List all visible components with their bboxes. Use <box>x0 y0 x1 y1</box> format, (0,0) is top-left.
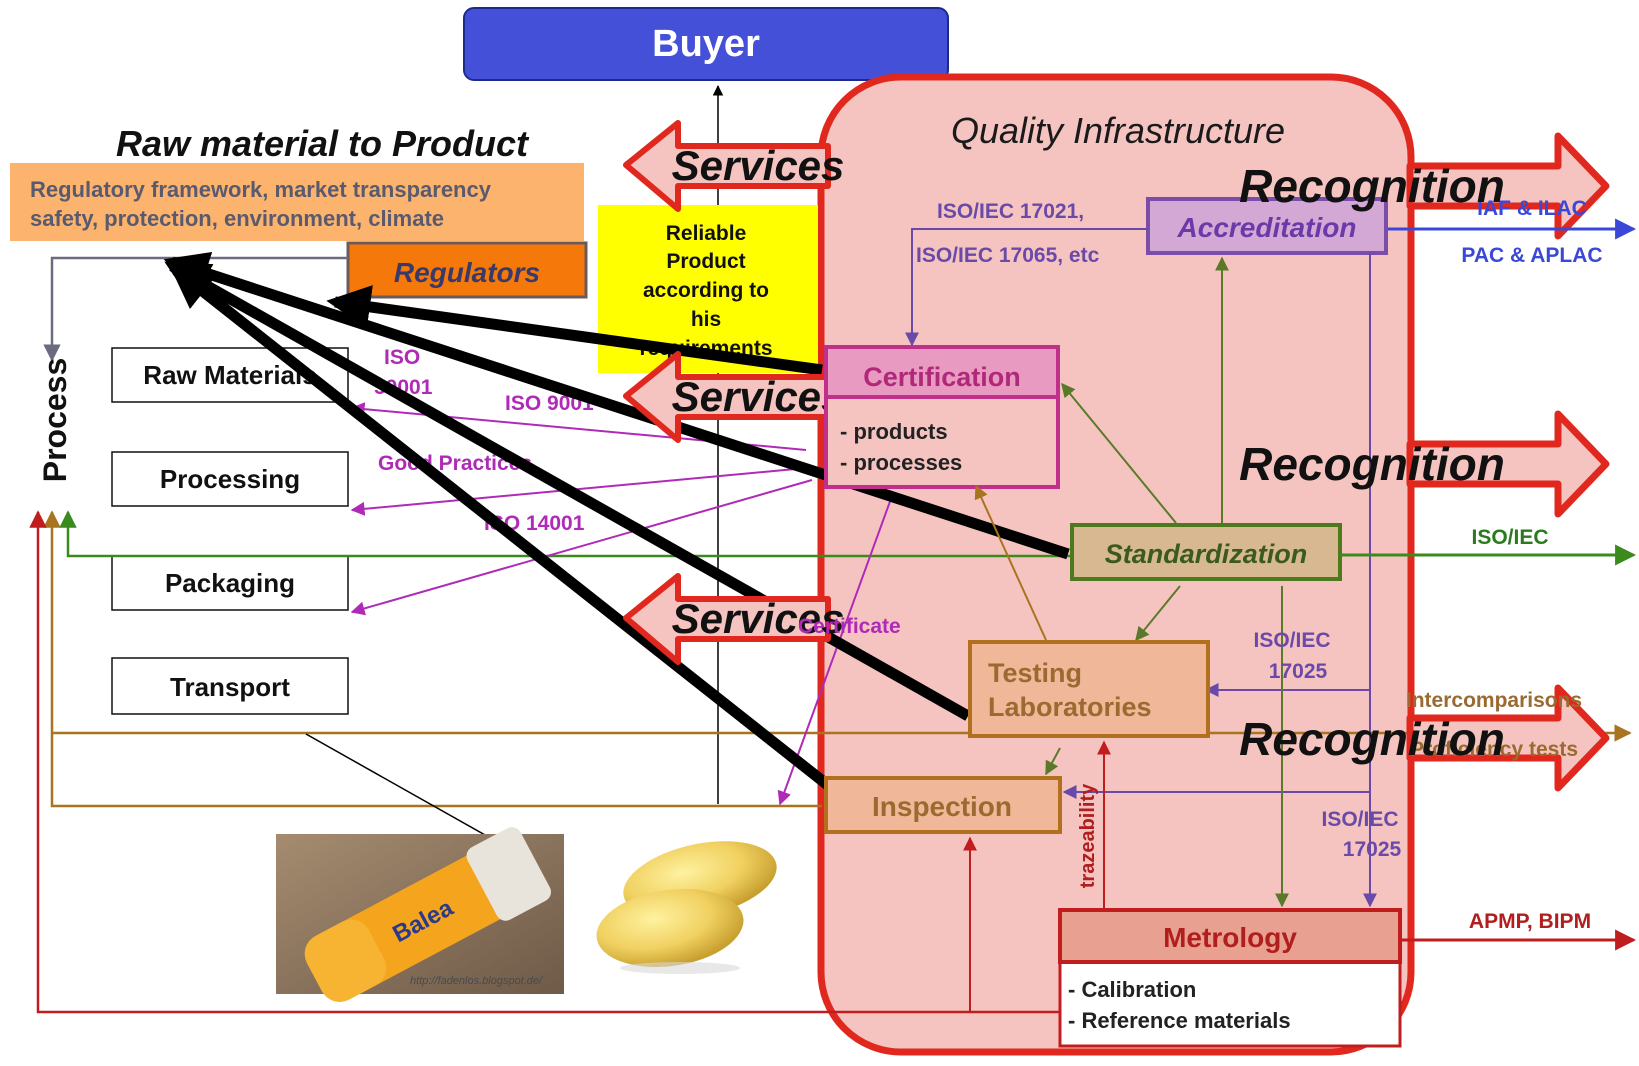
accreditation-label: Accreditation <box>1177 212 1357 243</box>
regulatory-line-2: safety, protection, environment, climate <box>30 206 444 231</box>
cert-to-processing-arrow <box>350 467 807 516</box>
accreditation-box <box>1146 197 1388 255</box>
metrology-box <box>1058 908 1402 964</box>
testing-label-2: Laboratories <box>988 692 1152 722</box>
reliable-product-line-1: Reliable <box>666 222 747 245</box>
metrology-to-process-line <box>29 510 1060 1014</box>
black-arrow-certification <box>326 285 823 376</box>
left-title: Raw material to Product <box>116 123 530 164</box>
accreditation-intl-1: IAF & ILAC <box>1477 197 1587 220</box>
services-arrow-1: Services <box>623 120 845 212</box>
standardization-to-certification-line <box>1061 382 1177 524</box>
accreditation-intl-2: PAC & APLAC <box>1461 244 1602 267</box>
regulators-box <box>346 241 588 299</box>
svg-text:Services: Services <box>672 595 845 642</box>
inspection-box <box>824 776 1062 834</box>
certification-label: Certification <box>863 362 1021 392</box>
services-arrow-3: Services <box>623 573 845 665</box>
accreditation-std-2: ISO/IEC 17065, etc <box>916 244 1100 267</box>
process-step-processing: Processing <box>111 451 349 507</box>
inspection-to-process-line <box>43 510 822 808</box>
testing-laboratories-box <box>968 640 1210 738</box>
reliable-product-line-3: according to <box>643 279 769 302</box>
regulators-label: Regulators <box>394 257 540 288</box>
recognition-arrow-1 <box>1406 132 1610 240</box>
metrology-intl: APMP, BIPM <box>1469 910 1591 933</box>
trazeability-label: trazeability <box>1077 783 1099 888</box>
qi-title: Quality Infrastructure <box>951 110 1285 151</box>
accreditation-std-1: ISO/IEC 17021, <box>937 200 1084 223</box>
mango-photo <box>596 841 777 974</box>
certification-header <box>824 345 1060 399</box>
testing-std-1: ISO/IEC <box>1253 629 1330 652</box>
metrology-items-box <box>1058 960 1402 1048</box>
regulatory-framework-box <box>10 163 584 241</box>
black-arrow-inspection <box>169 264 838 795</box>
certification-item-processes: - processes <box>840 450 962 475</box>
svg-text:Transport: Transport <box>170 672 290 702</box>
process-step-packaging: Packaging <box>111 555 349 611</box>
standardization-to-process-line <box>59 510 1070 558</box>
standardization-box <box>1070 523 1342 581</box>
services-arrow-2: Services <box>623 351 845 443</box>
metrology-label: Metrology <box>1163 922 1297 953</box>
process-label: Process <box>37 358 73 483</box>
product-photo: Balea http://fadenlos.blogspot.de/ <box>276 827 564 1002</box>
buyer-box: Buyer <box>463 7 949 81</box>
testing-label-1: Testing <box>988 658 1082 688</box>
inspection-label: Inspection <box>872 791 1012 822</box>
recognition-label-2: Recognition <box>1239 438 1505 490</box>
black-arrow-standardization <box>163 251 1070 560</box>
reliable-product-line-4: his <box>691 308 721 331</box>
recognition-label-3: Recognition <box>1239 713 1505 765</box>
testing-to-certification-line <box>974 484 1047 641</box>
svg-text:Services: Services <box>672 373 845 420</box>
recognition-arrow-3 <box>1406 684 1610 792</box>
reliable-product-line-2: Product <box>666 250 745 273</box>
testing-intl-2: Proficiency tests <box>1410 738 1578 761</box>
cert-to-packaging-arrow <box>350 479 813 616</box>
metrology-item-reference: - Reference materials <box>1068 1008 1291 1033</box>
buyer-label: Buyer <box>652 23 760 65</box>
certification-item-products: - products <box>840 419 948 444</box>
recognition-arrow-2 <box>1406 410 1610 518</box>
recognition-label-1: Recognition <box>1239 160 1505 212</box>
testing-to-inspection-line <box>1045 747 1061 776</box>
svg-text:Packaging: Packaging <box>165 568 295 598</box>
testing-intl-1: Intercomparisons <box>1406 689 1582 712</box>
svg-text:Services: Services <box>672 142 845 189</box>
metrology-std-2: 17025 <box>1343 838 1402 861</box>
regulators-to-process-line <box>43 256 348 362</box>
svg-text:Processing: Processing <box>160 464 300 494</box>
regulatory-line-1: Regulatory framework, market transparenc… <box>30 177 492 202</box>
standardization-label: Standardization <box>1105 539 1308 569</box>
certificate-label: Certificate <box>798 615 901 638</box>
process-step-transport: Transport <box>111 657 349 715</box>
cert-to-inspection-arrow <box>777 495 893 806</box>
metrology-item-calibration: - Calibration <box>1068 977 1196 1002</box>
black-arrow-testing <box>164 261 971 721</box>
metrology-std-1: ISO/IEC <box>1321 808 1398 831</box>
iso-50001-label-a: ISO <box>384 346 420 369</box>
photo-caption: http://fadenlos.blogspot.de/ <box>410 975 543 987</box>
accreditation-to-certification-line <box>905 228 1148 347</box>
standardization-intl: ISO/IEC <box>1471 526 1548 549</box>
testing-std-2: 17025 <box>1269 660 1328 683</box>
standardization-to-testing-line <box>1135 585 1181 642</box>
